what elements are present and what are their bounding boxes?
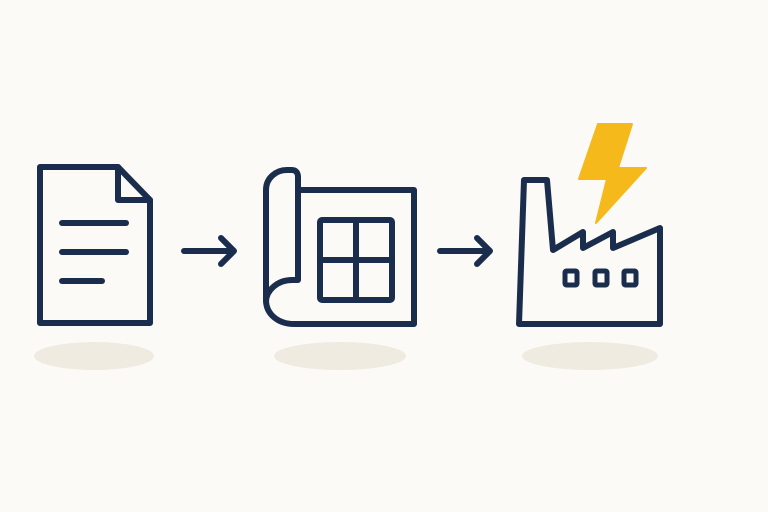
- factory-window: [621, 268, 639, 288]
- blueprint-icon: [263, 167, 417, 327]
- blueprint-shadow: [274, 342, 406, 370]
- arrow-right-icon: [437, 235, 493, 267]
- lightning-bolt-icon: [578, 123, 647, 224]
- factory-shadow: [522, 342, 658, 370]
- factory-window: [592, 268, 610, 288]
- document-shadow: [34, 342, 154, 370]
- factory-window: [562, 268, 580, 288]
- arrow-right-icon: [181, 235, 237, 267]
- document-icon: [37, 164, 153, 326]
- factory-icon: [516, 177, 663, 327]
- shadows: [34, 342, 658, 370]
